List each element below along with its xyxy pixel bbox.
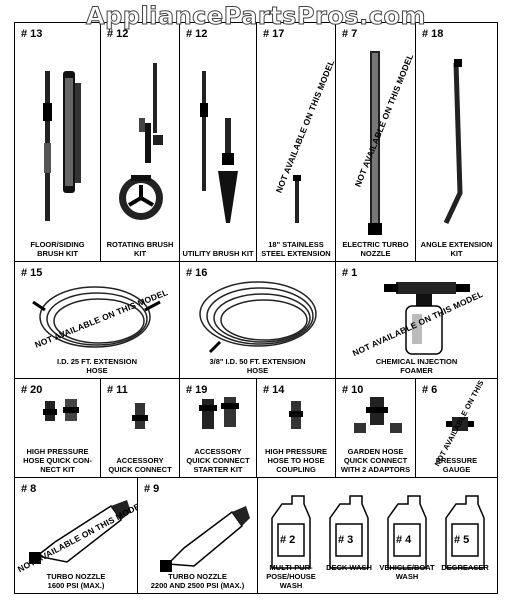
jug-number: # 3 bbox=[338, 534, 354, 546]
adaptors-illustration bbox=[354, 397, 402, 433]
part-utility-brush-kit[interactable]: # 12 UTILITY BRUSH KIT bbox=[179, 22, 257, 262]
part-number: # 10 bbox=[342, 384, 364, 396]
fittings-illustration bbox=[43, 399, 79, 421]
jug-number: # 2 bbox=[280, 534, 296, 546]
jug-number: # 5 bbox=[454, 534, 470, 546]
angle-extension-illustration bbox=[443, 59, 463, 225]
part-caption: UTILITY BRUSH KIT bbox=[182, 249, 254, 258]
hose-coil-illustration bbox=[32, 286, 161, 348]
part-number: # 7 bbox=[342, 28, 358, 40]
part-stainless-extension[interactable]: # 17 NOT AVAILABLE ON THIS MODEL 18" STA… bbox=[256, 22, 336, 262]
turbo-nozzle-illustration bbox=[368, 51, 382, 235]
part-number: # 16 bbox=[186, 267, 208, 279]
part-chemical-injection-foamer[interactable]: # 1 NOT AVAILABLE ON THIS MODEL CHEMICAL… bbox=[335, 261, 498, 379]
jug-caption: DEGREASER bbox=[441, 563, 489, 572]
part-turbo-nozzle-1600[interactable]: # 8 NOT AVAILABLE ON THIS MODEL TURBO NO… bbox=[14, 477, 138, 594]
part-number: # 19 bbox=[186, 384, 208, 396]
part-number: # 6 bbox=[422, 384, 438, 396]
part-number: # 15 bbox=[21, 267, 43, 279]
fittings-illustration bbox=[199, 397, 239, 429]
part-pressure-gauge[interactable]: # 6 NOT AVAILABLE ON THIS MODEL PRESSURE… bbox=[415, 378, 498, 478]
part-number: # 1 bbox=[342, 267, 358, 279]
watermark: AppliancePartsPros.com bbox=[86, 2, 426, 31]
part-number: # 9 bbox=[144, 483, 160, 495]
extension-illustration bbox=[293, 175, 301, 223]
jug-number: # 4 bbox=[396, 534, 412, 546]
part-25ft-extension-hose[interactable]: # 15 NOT AVAILABLE ON THIS MODEL I.D. 25… bbox=[14, 261, 180, 379]
utility-brush-illustration bbox=[200, 71, 238, 223]
detergent-jugs-illustration bbox=[271, 495, 485, 569]
part-number: # 12 bbox=[186, 28, 208, 40]
part-electric-turbo-nozzle[interactable]: # 7 NOT AVAILABLE ON THIS MODEL ELECTRIC… bbox=[335, 22, 416, 262]
part-number: # 18 bbox=[422, 28, 444, 40]
hose-coil-illustration bbox=[199, 281, 317, 354]
fitting-illustration bbox=[132, 403, 148, 429]
part-number: # 12 bbox=[107, 28, 129, 40]
coupling-illustration bbox=[289, 401, 303, 429]
turbo-nozzle-illustration bbox=[160, 506, 250, 572]
part-number: # 11 bbox=[107, 384, 128, 396]
turbo-nozzle-illustration bbox=[29, 500, 131, 564]
part-number: # 17 bbox=[263, 28, 285, 40]
jug-caption: DECK WASH bbox=[326, 563, 372, 572]
part-number: # 13 bbox=[21, 28, 43, 40]
rotating-brush-illustration bbox=[119, 63, 163, 220]
floor-brush-illustration bbox=[43, 71, 81, 221]
foamer-illustration bbox=[384, 282, 470, 355]
part-number: # 8 bbox=[21, 483, 37, 495]
gauge-illustration bbox=[446, 417, 474, 431]
part-number: # 20 bbox=[21, 384, 43, 396]
part-number: # 14 bbox=[263, 384, 285, 396]
